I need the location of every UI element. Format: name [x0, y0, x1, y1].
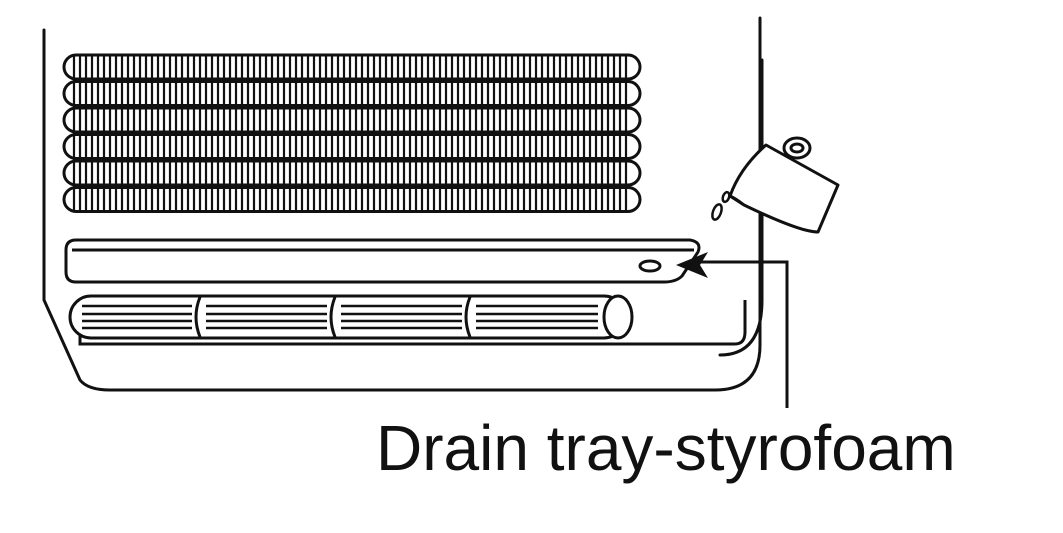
water-drops-icon [711, 190, 731, 221]
cabinet-left-wall [42, 16, 762, 392]
water-pitcher-icon [728, 136, 840, 234]
tube-segment-divider [194, 296, 202, 338]
coil-tube [62, 106, 642, 134]
insulation-tubes-icon [68, 294, 634, 340]
drain-tray-icon [64, 238, 701, 284]
cabinet-outline [42, 16, 764, 392]
pointer-line [700, 260, 789, 408]
tray-base [78, 300, 747, 346]
tube-segment-divider [464, 296, 472, 338]
coil-tube [62, 80, 642, 107]
coil-tube [62, 133, 642, 160]
tube-body [68, 294, 627, 340]
drain-tray-body [64, 238, 701, 284]
pitcher-body [728, 143, 840, 234]
coil-tube [62, 53, 642, 81]
drain-tray-label: Drain tray-styrofoam [376, 412, 956, 484]
evaporator-coil-icon [62, 53, 642, 213]
pitcher-handle-hole [789, 142, 805, 154]
cabinet-inner-wall [718, 58, 764, 357]
coil-tube [62, 159, 642, 187]
coil-tube [62, 186, 642, 213]
pointer-arrow-icon [676, 252, 789, 408]
tube-segment-divider [329, 296, 337, 338]
pitcher-spout [729, 194, 745, 207]
tube-end-cap [602, 294, 634, 340]
drain-hole-icon [638, 259, 662, 273]
water-drop [721, 190, 731, 204]
water-drop [711, 203, 723, 221]
pointer-arrowhead [676, 252, 708, 278]
tray-base-line [78, 300, 747, 346]
